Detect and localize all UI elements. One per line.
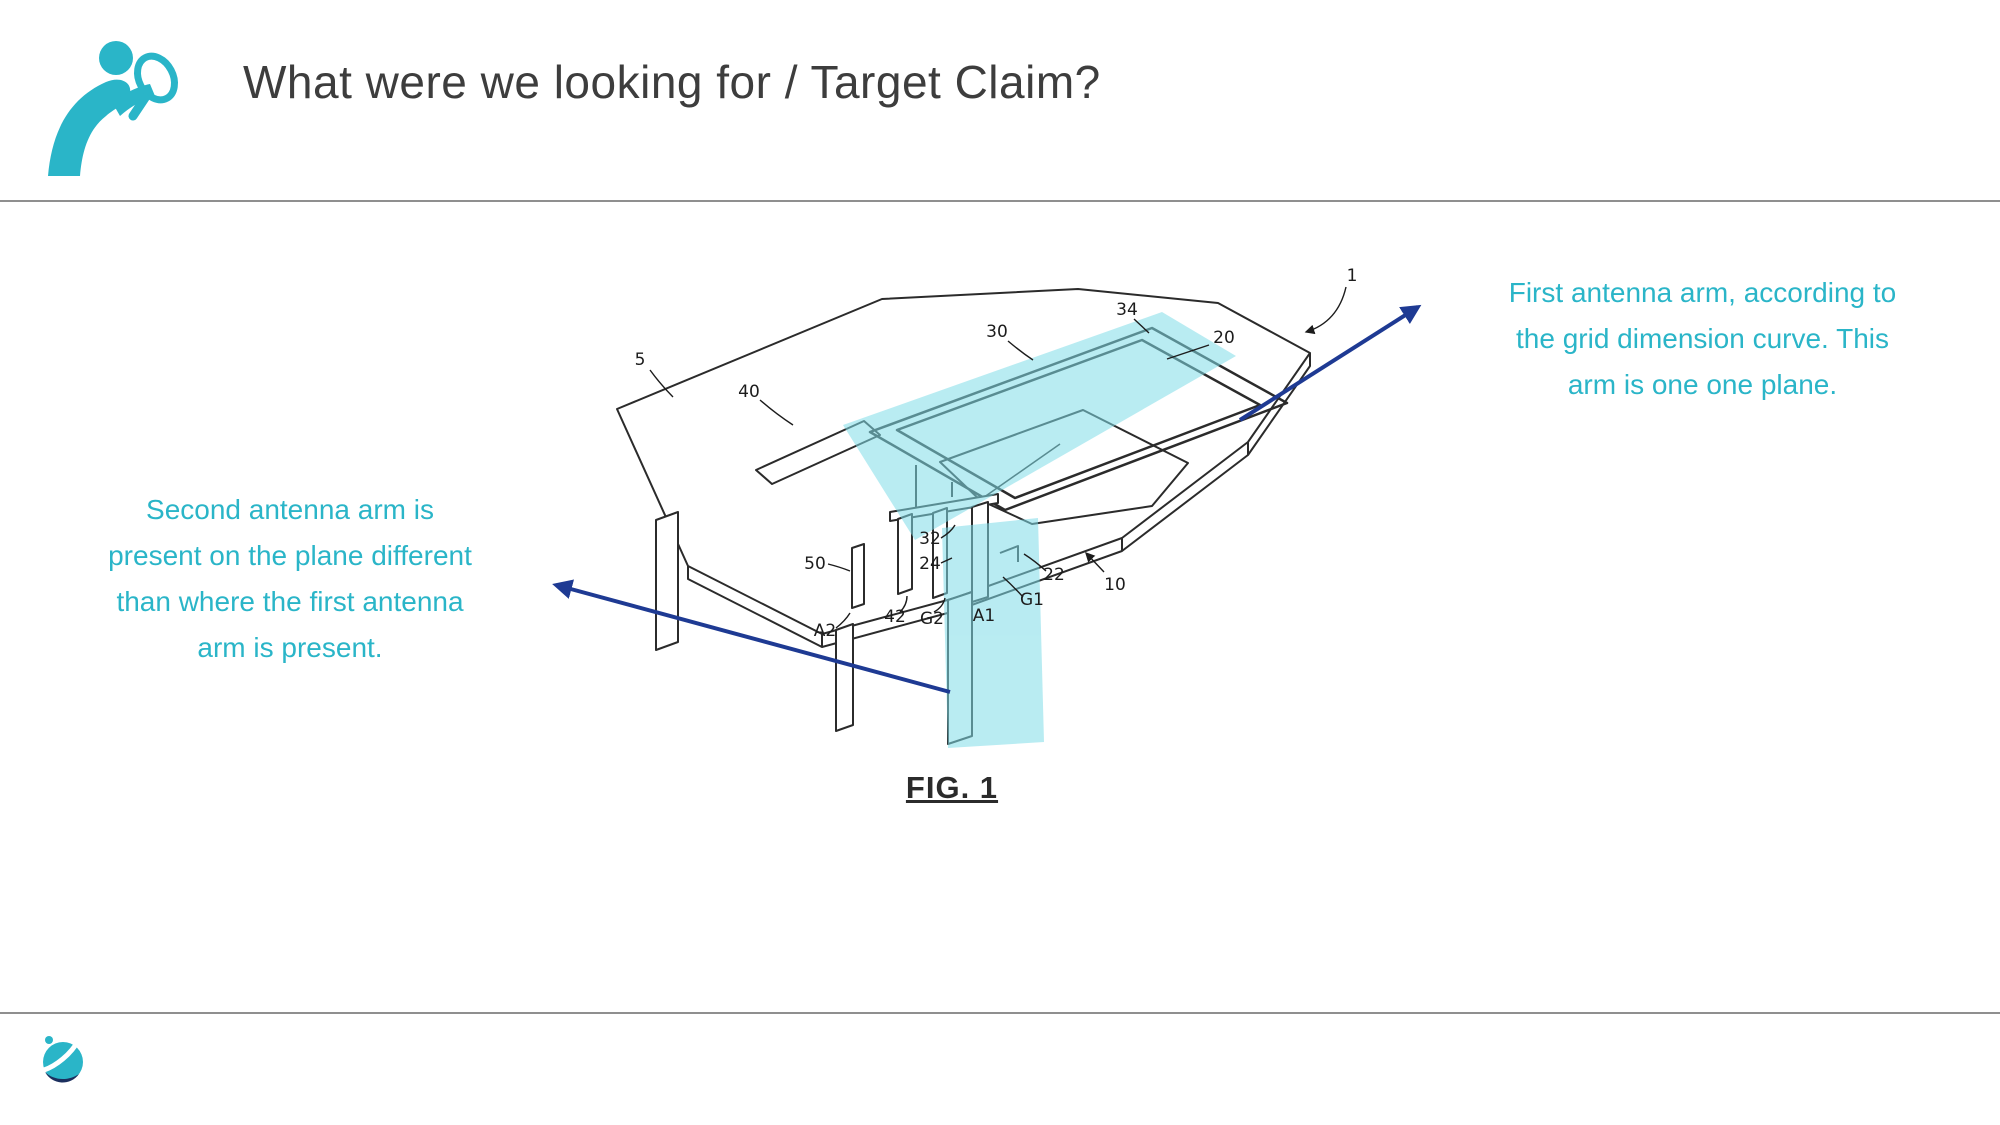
leader-34 — [1133, 318, 1150, 334]
leader-20 — [1166, 344, 1210, 360]
ref-labels: 1 5 40 30 34 20 10 22 G1 A1 G2 42 A2 24 … — [635, 266, 1358, 641]
magnifier-handle-icon — [128, 93, 150, 121]
ref-label-22: 22 — [1043, 565, 1065, 585]
leader-50 — [827, 563, 851, 572]
left-leg — [655, 511, 679, 651]
annotation-left-line: arm is present. — [197, 632, 383, 663]
person-magnifier-icon — [48, 41, 178, 176]
annotation-left-line: present on the plane different — [108, 540, 472, 571]
ref-label-32: 32 — [919, 529, 941, 549]
ref-label-30: 30 — [986, 322, 1008, 342]
annotation-right: First antenna arm, according to the grid… — [1425, 270, 1980, 408]
ref-label-5: 5 — [635, 350, 646, 370]
leader-g2 — [933, 597, 946, 613]
ref-label-g1: G1 — [1020, 590, 1044, 610]
second-arm-highlight — [942, 518, 1044, 748]
ref-label-1: 1 — [1347, 266, 1358, 286]
magnifier-lens-icon — [134, 52, 178, 104]
tab-50 — [851, 543, 865, 609]
ref-label-20: 20 — [1213, 328, 1235, 348]
leader-a2 — [835, 612, 851, 629]
header-divider — [0, 200, 2000, 202]
icon-body — [48, 79, 131, 176]
footer-divider — [0, 1012, 2000, 1014]
company-logo — [43, 1036, 83, 1083]
annotation-right-line: the grid dimension curve. This — [1516, 323, 1889, 354]
center-leg — [835, 623, 854, 732]
annotation-left-line: than where the first antenna — [116, 586, 464, 617]
leader-40 — [759, 399, 794, 426]
leader-5 — [649, 369, 674, 398]
ref-label-a1: A1 — [973, 606, 995, 626]
ref-label-24: 24 — [919, 554, 941, 574]
first-arm-highlight — [843, 312, 1236, 540]
annotation-left: Second antenna arm is present on the pla… — [20, 487, 560, 671]
annotation-arrows — [552, 304, 1422, 694]
figure-caption: FIG. 1 — [905, 770, 999, 805]
annotation-left-line: Second antenna arm is — [146, 494, 434, 525]
leader-42 — [899, 595, 908, 613]
ref-label-50: 50 — [804, 554, 826, 574]
ref-label-34: 34 — [1116, 300, 1138, 320]
board-corner-ticks — [821, 442, 1249, 647]
leader-1 — [1304, 286, 1347, 335]
leader-24 — [940, 557, 953, 564]
logo-dark-crescent — [45, 1072, 79, 1083]
ref-label-a2: A2 — [814, 621, 836, 641]
leader-32 — [940, 524, 956, 539]
annotation-right-line: First antenna arm, according to — [1508, 277, 1897, 308]
icon-head — [99, 41, 133, 75]
ref-label-10: 10 — [1104, 575, 1126, 595]
leader-g1 — [1002, 576, 1024, 598]
left-annotation-arrow — [552, 579, 951, 694]
page-title: What were we looking for / Target Claim? — [243, 56, 1101, 108]
annotation-right-line: arm is one one plane. — [1567, 369, 1838, 400]
leader-30 — [1007, 340, 1034, 361]
leader-22 — [1023, 553, 1047, 572]
ref-label-42: 42 — [884, 607, 906, 627]
ref-label-40: 40 — [738, 382, 760, 402]
ref-label-g2: G2 — [920, 609, 944, 629]
right-annotation-arrow — [1238, 304, 1422, 422]
highlight-overlays — [843, 312, 1236, 748]
logo-swoosh — [43, 1039, 81, 1073]
leader-10 — [1085, 551, 1105, 573]
logo-dot — [45, 1036, 53, 1044]
ref-leaders — [649, 286, 1347, 629]
